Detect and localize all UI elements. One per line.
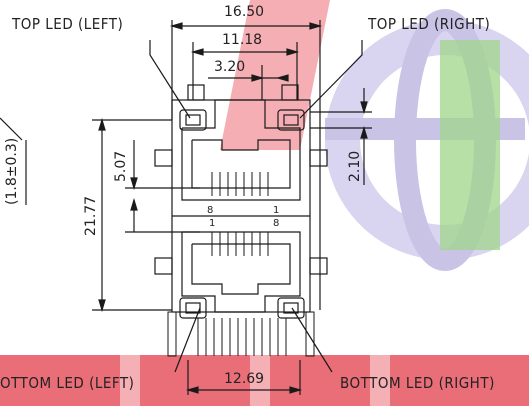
led-top-left <box>179 109 207 131</box>
dim-text-height: 21.77 <box>83 195 99 236</box>
dim-port-pitch <box>125 140 200 233</box>
pin-number-upper-left: 8 <box>207 205 214 216</box>
pin-number-lower-left: 1 <box>209 218 216 229</box>
dim-text-bottom-width: 12.69 <box>224 371 265 387</box>
dim-text-port-pitch: 5.07 <box>113 150 129 182</box>
dim-led-spacing <box>208 65 289 100</box>
contact-pins-upper <box>211 172 269 196</box>
connector-housing <box>154 84 328 313</box>
dim-text-overall-width: 16.50 <box>224 4 265 20</box>
label-bottom-led-left: OTTOM LED (LEFT) <box>0 374 135 392</box>
pin-number-lower-right: 8 <box>273 218 280 229</box>
leader-lines <box>149 40 363 373</box>
solder-legs <box>167 311 315 357</box>
led-top-right <box>277 109 305 131</box>
side-tolerance-marker <box>0 117 27 205</box>
dim-text-led-height: 2.10 <box>347 150 363 182</box>
dim-overall-width <box>169 20 323 310</box>
dim-inner-width <box>190 42 300 100</box>
dim-text-led-spacing: 3.20 <box>214 59 246 75</box>
contact-pins-lower <box>211 232 269 256</box>
label-top-led-right: TOP LED (RIGHT) <box>368 15 491 33</box>
dim-bottom-width <box>185 360 303 395</box>
dim-led-height <box>310 88 372 185</box>
label-top-led-left: TOP LED (LEFT) <box>12 15 124 33</box>
dim-text-side-tolerance: (1.8±0.3) <box>4 137 20 205</box>
label-bottom-led-right: BOTTOM LED (RIGHT) <box>340 374 495 392</box>
pin-number-upper-right: 1 <box>273 205 280 216</box>
dim-text-inner-width: 11.18 <box>222 32 263 48</box>
led-bottom-right <box>277 297 305 319</box>
led-bottom-left <box>179 297 207 319</box>
dim-height <box>92 117 172 313</box>
